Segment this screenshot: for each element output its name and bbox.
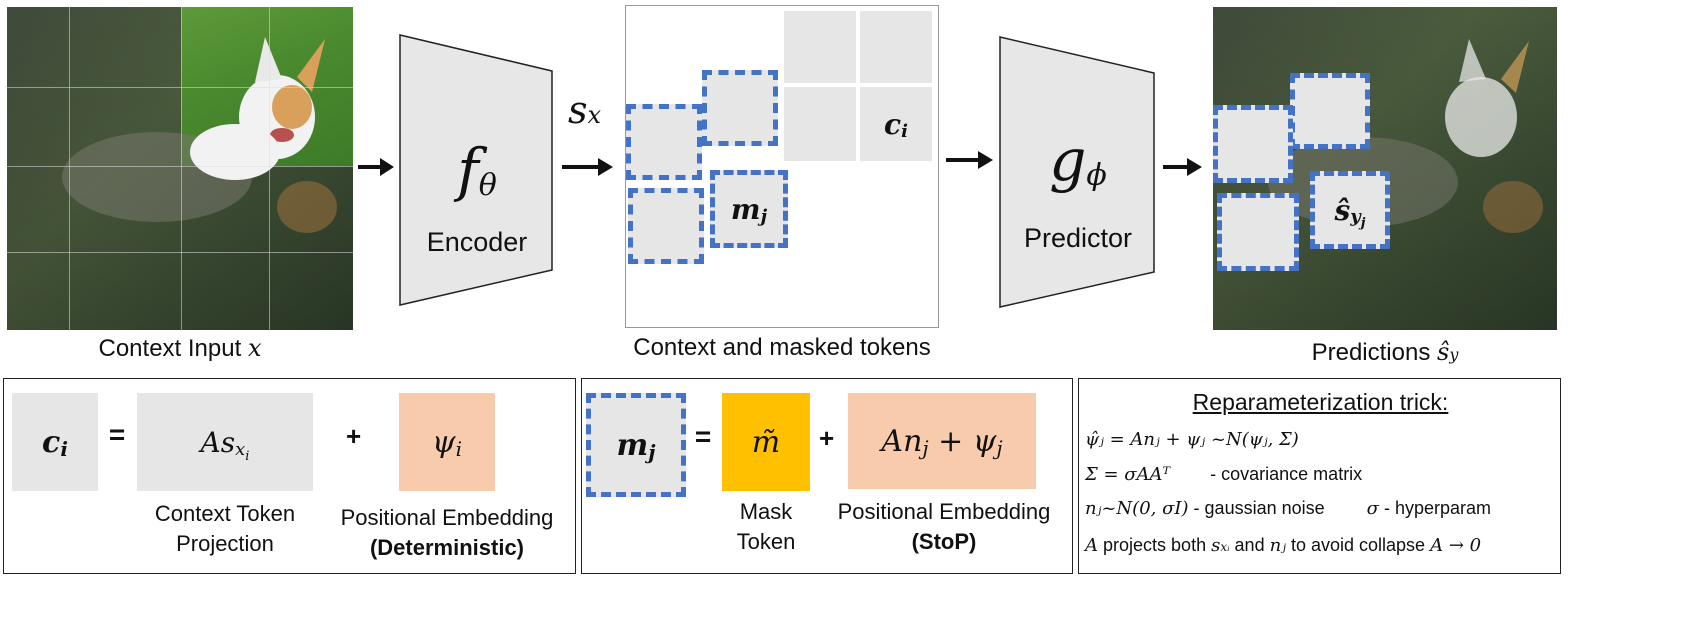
predictions-caption: Predictions ŝy	[1213, 338, 1557, 367]
stop-pe-label: Positional Embedding (StoP)	[837, 499, 1051, 554]
plus-sign: +	[346, 421, 362, 451]
projection-label: Context Token Projection	[154, 501, 296, 556]
reparam-line-2: Σ = σAAᵀ - covariance matrix	[1085, 464, 1363, 485]
encoder-block	[399, 34, 553, 306]
deterministic-pe-label: Positional Embedding (Deterministic)	[340, 505, 554, 560]
masked-token	[628, 188, 704, 264]
mask-token-label: Mask Token	[736, 499, 796, 554]
arrow-to-predictor	[946, 151, 993, 169]
plus-sign: +	[819, 423, 835, 453]
predicted-token	[1290, 73, 1370, 149]
predicted-token	[1213, 105, 1293, 183]
context-token	[784, 87, 856, 161]
predictor-block	[999, 36, 1155, 308]
arrow-to-predictions	[1163, 158, 1202, 176]
reparameterization-panel: Reparameterization trick: ψ̂ⱼ = Anⱼ + ψⱼ…	[1078, 378, 1561, 574]
masked-token	[626, 104, 702, 180]
predictor-label: Predictor	[1023, 222, 1133, 253]
tokens-caption: Context and masked tokens	[633, 334, 931, 361]
context-input-image	[7, 7, 353, 330]
equals-sign: =	[694, 421, 712, 452]
sx-label: sx	[568, 88, 602, 132]
reparam-line-1: ψ̂ⱼ = Anⱼ + ψⱼ ~N(ψⱼ, Σ)	[1085, 429, 1299, 450]
dog-illustration	[62, 37, 337, 233]
predictions-var-sub: y	[1449, 345, 1459, 364]
arrow-to-encoder	[358, 158, 394, 176]
context-input-caption: Context Input x	[7, 334, 353, 363]
predictions-var: ŝ	[1437, 338, 1450, 366]
context-token	[784, 11, 856, 83]
mask-token: m̃	[722, 393, 810, 491]
equals-sign: =	[108, 419, 126, 450]
predicted-token	[1217, 193, 1299, 271]
context-input-label: Context Input	[98, 335, 242, 362]
context-input-var: x	[247, 334, 262, 362]
context-token	[860, 11, 932, 83]
reparam-line-3: nⱼ~N(0, σI) - gaussian noise σ - hyperpa…	[1085, 498, 1492, 519]
predictions-label: Predictions	[1311, 339, 1431, 366]
arrow-to-tokens	[562, 158, 613, 176]
encoder-label: Encoder	[426, 226, 528, 257]
masked-token	[702, 70, 778, 146]
reparam-title: Reparameterization trick:	[1192, 389, 1449, 415]
reparam-line-4: A projects both sxᵢ and nⱼ to avoid coll…	[1085, 535, 1482, 556]
